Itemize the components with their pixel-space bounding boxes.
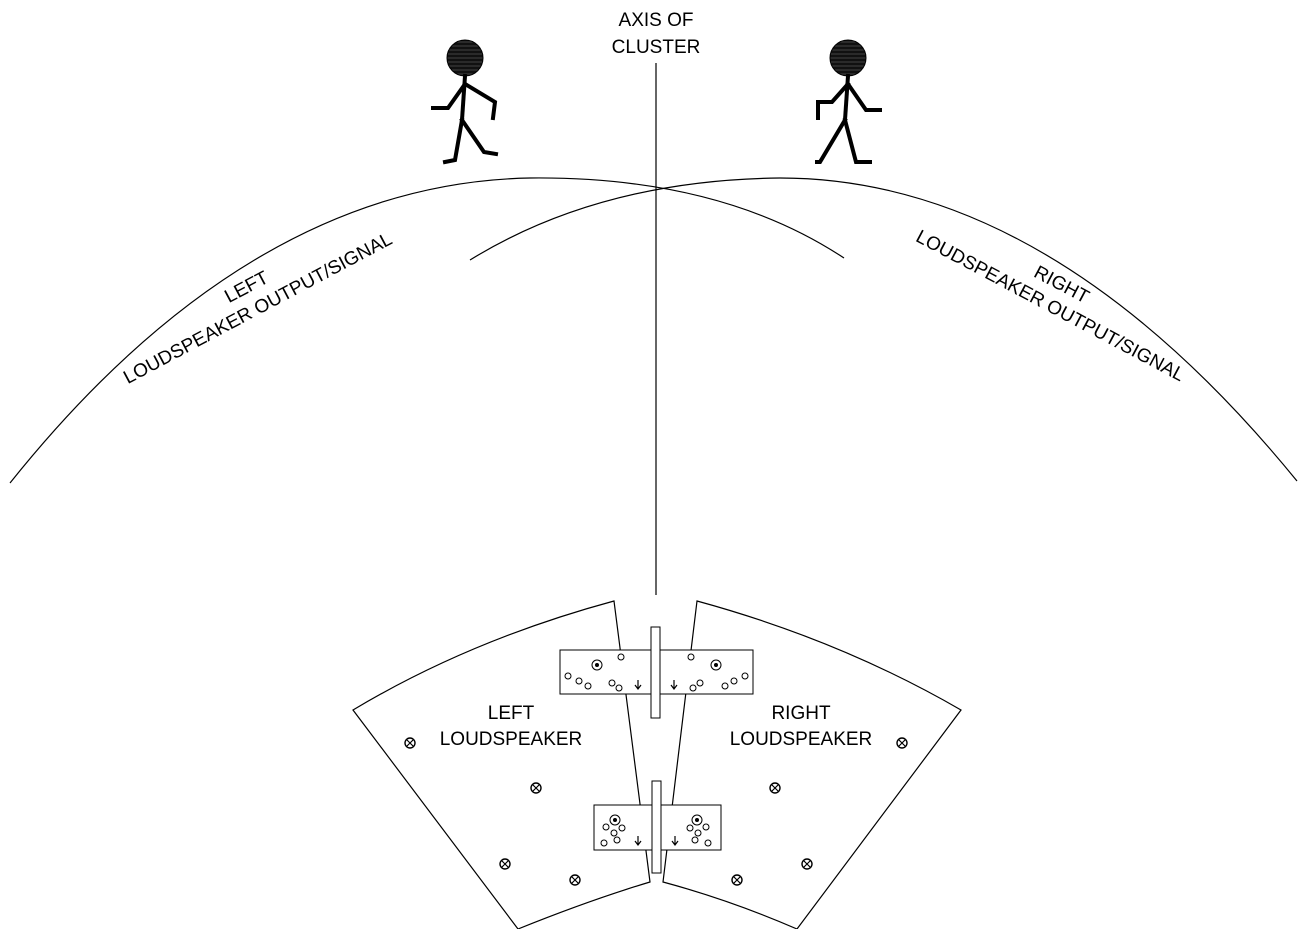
left-loudspeaker-label-line1: LEFT (488, 703, 535, 724)
listener-right-head (829, 39, 867, 77)
screw-icon (499, 858, 511, 870)
listener-left-head (446, 39, 484, 77)
right-output-label: RIGHT LOUDSPEAKER OUTPUT/SIGNAL (912, 226, 1188, 386)
screw-icon (769, 782, 781, 794)
top-rigging-bracket (559, 626, 754, 719)
bottom-rigging-bracket (593, 780, 722, 874)
right-loudspeaker-cabinet (662, 600, 962, 929)
left-output-label-line2: LOUDSPEAKER OUTPUT/SIGNAL (120, 229, 396, 389)
listener-right-figure (815, 39, 882, 164)
right-loudspeaker-label-line1: RIGHT (771, 703, 831, 724)
left-output-arc (9, 177, 845, 484)
axis-label-line1: AXIS OF (619, 10, 694, 31)
right-output-label-line2: LOUDSPEAKER OUTPUT/SIGNAL (912, 226, 1188, 386)
screw-icon (896, 737, 908, 749)
screw-icon (404, 737, 416, 749)
screw-icon (801, 858, 813, 870)
right-output-arc (469, 177, 1298, 482)
screw-icon (530, 782, 542, 794)
right-loudspeaker-label-line2: LOUDSPEAKER (730, 729, 873, 750)
screw-icon (569, 874, 581, 886)
left-output-label: LEFT LOUDSPEAKER OUTPUT/SIGNAL (120, 229, 396, 389)
left-loudspeaker-label-line2: LOUDSPEAKER (440, 729, 583, 750)
screw-icon (731, 874, 743, 886)
axis-label-line2: CLUSTER (612, 37, 701, 58)
listener-left-figure (431, 39, 499, 165)
left-loudspeaker-cabinet (352, 600, 651, 929)
